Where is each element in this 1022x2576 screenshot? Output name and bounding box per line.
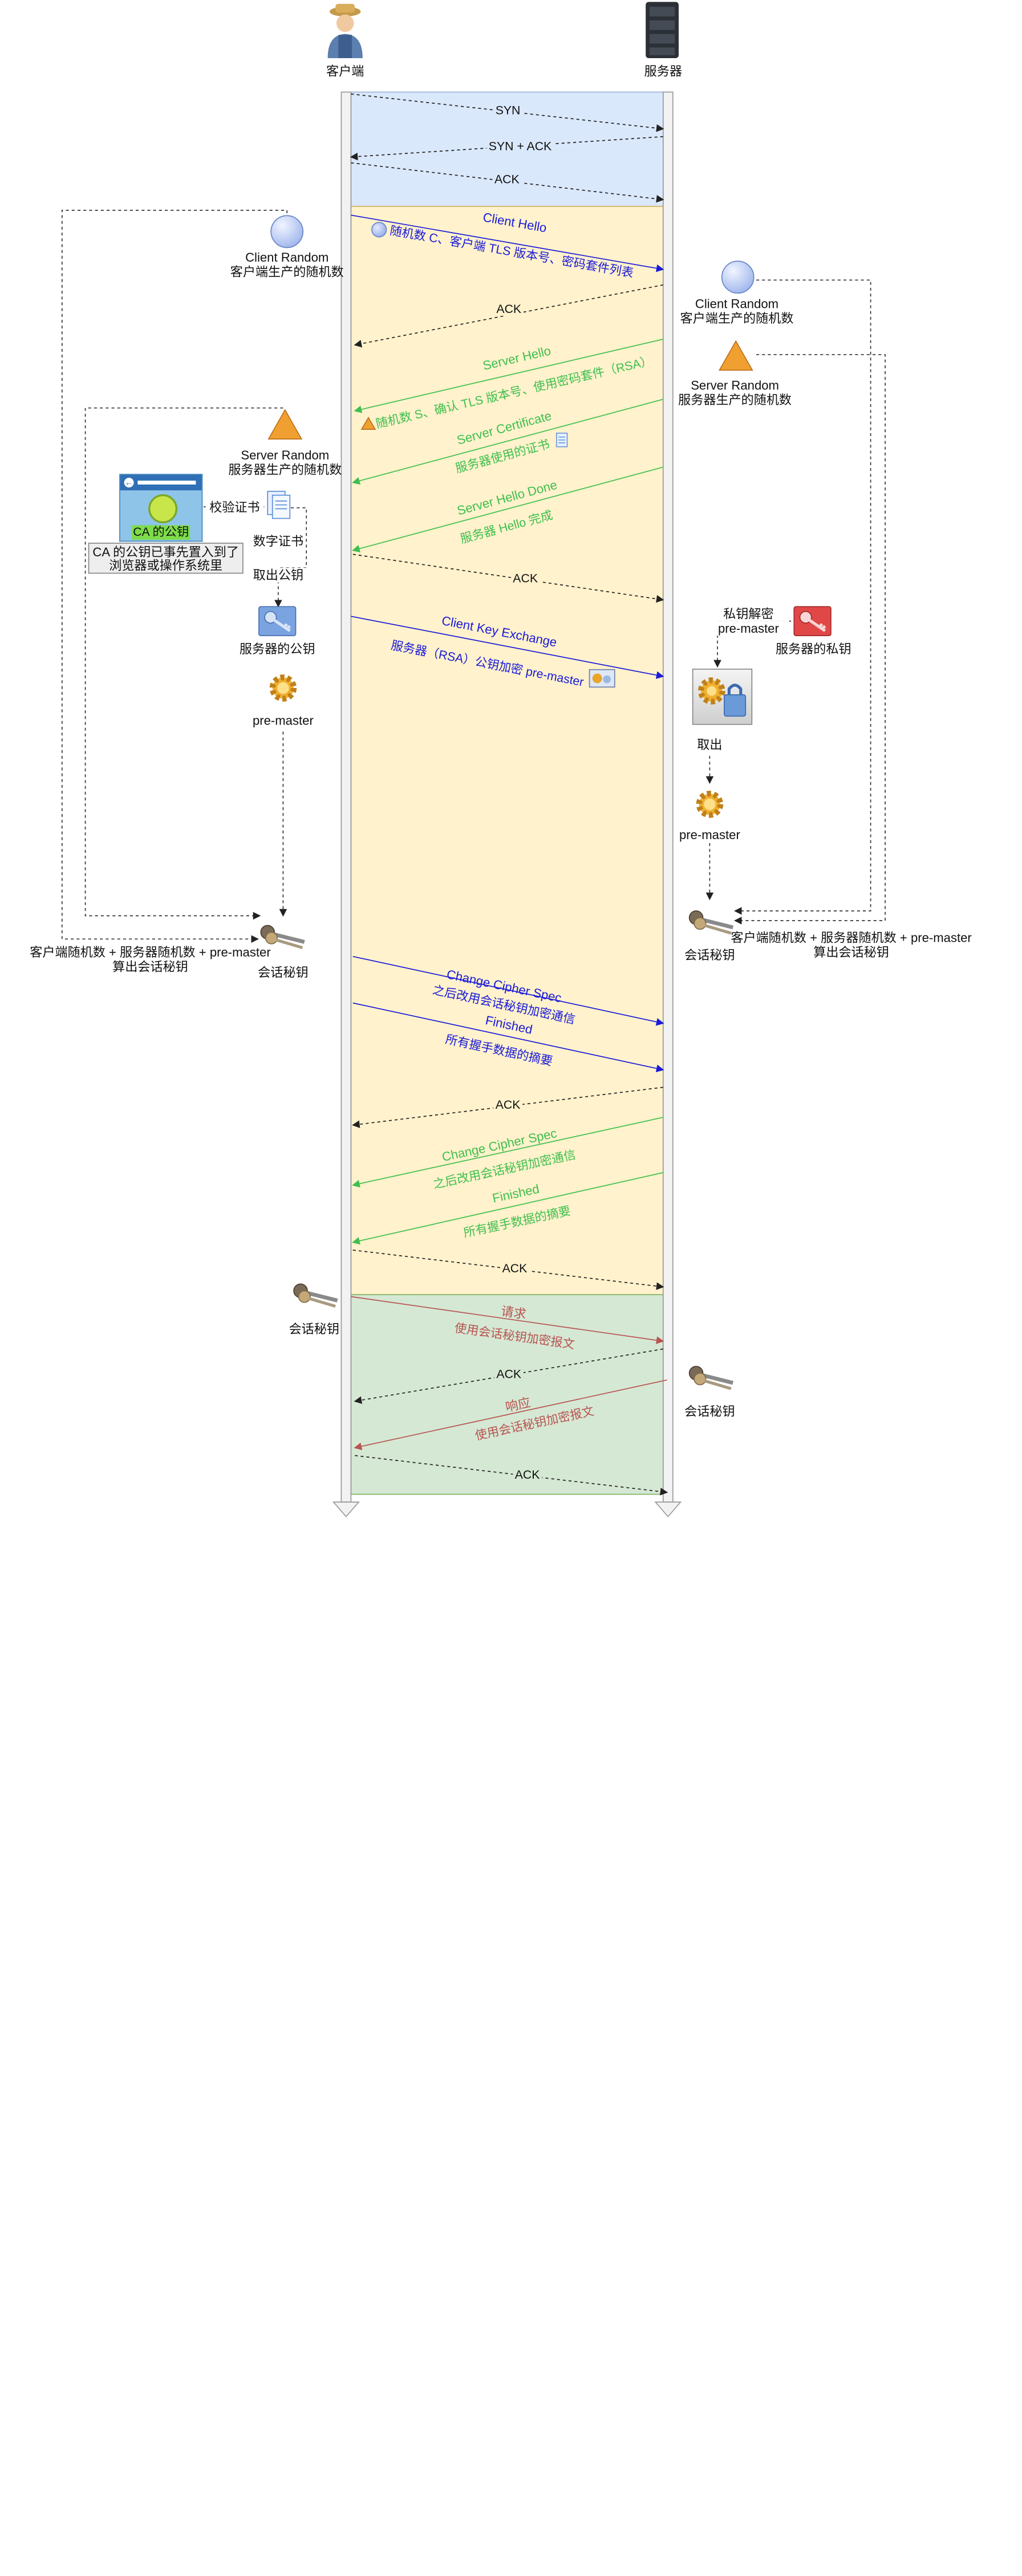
left-session-key-icon-2 [293, 1283, 338, 1308]
syn-ack-label: SYN + ACK [486, 139, 554, 153]
diagram-canvas [61, 91, 886, 1517]
random-c-icon [371, 222, 387, 238]
take-pubkey-label: 取出公钥 [246, 568, 310, 583]
right-formula-line-1: 客户端随机数 + 服务器随机数 + pre-master [731, 930, 972, 945]
client-actor-label: 客户端 [326, 64, 364, 79]
right-client-random-desc: 客户端生产的随机数 [680, 311, 794, 326]
ca-note-line-1: CA 的公钥已事先置入到了 [92, 544, 240, 559]
right-server-random-title: Server Random [691, 378, 779, 393]
right-server-random-desc: 服务器生产的随机数 [678, 392, 792, 408]
take-out-label: 取出 [697, 737, 723, 752]
syn-label: SYN [493, 103, 522, 117]
right-formula-line-2: 算出会话秘钥 [813, 945, 889, 960]
decrypt-label-1: 私钥解密 [708, 607, 789, 621]
left-client-random-desc: 客户端生产的随机数 [230, 264, 344, 279]
right-server-random-triangle-icon [718, 340, 753, 371]
verify-cert-label: 校验证书 [205, 500, 264, 515]
server-lifeline [654, 91, 682, 1517]
certificate-small-icon [555, 433, 568, 447]
server-privkey-label: 服务器的私钥 [775, 641, 851, 656]
random-s-triangle-icon [360, 417, 376, 430]
right-client-random-title: Client Random [695, 296, 779, 311]
right-session-key-icon-2 [688, 1366, 734, 1390]
tls-phase-background [350, 206, 664, 1296]
server-pubkey-icon [258, 606, 297, 637]
right-session-key-label: 会话秘钥 [684, 947, 735, 963]
server-rack-icon [646, 2, 679, 58]
left-formula-line-2: 算出会话秘钥 [112, 959, 188, 974]
farmer-avatar-icon [327, 3, 363, 58]
right-session-key-label-2: 会话秘钥 [684, 1404, 735, 1419]
ca-pubkey-label: CA 的公钥 [132, 525, 190, 540]
right-client-random-circle-icon [721, 261, 755, 294]
ca-note-line-2: 浏览器或操作系统里 [109, 558, 223, 573]
ca-note-box: CA 的公钥已事先置入到了 浏览器或操作系统里 [88, 543, 244, 574]
ack-after-client-hello: ACK [494, 302, 524, 316]
left-formula-line-1: 客户端随机数 + 服务器随机数 + pre-master [30, 945, 271, 960]
left-server-random-title: Server Random [241, 447, 330, 462]
decrypt-lock-box [692, 669, 753, 725]
server-pubkey-label: 服务器的公钥 [239, 641, 315, 656]
decrypt-label-2: pre-master [708, 621, 789, 636]
server-actor-label: 服务器 [644, 64, 682, 79]
ca-pubkey-card: ← CA 的公钥 [119, 474, 203, 542]
gear-lock-icon [698, 677, 747, 717]
tcp-ack-label: ACK [492, 172, 522, 186]
server-private-key-icon [793, 606, 832, 637]
ack-after-server-hello-done: ACK [510, 572, 540, 585]
client-lifeline [332, 91, 360, 1517]
ack-after-request: ACK [494, 1367, 524, 1381]
left-server-random-desc: 服务器生产的随机数 [228, 462, 342, 477]
ca-card-address-bar [137, 481, 196, 485]
left-session-key-label-2: 会话秘钥 [289, 1321, 339, 1337]
digital-certificate-icon [267, 491, 291, 519]
pre-master-gear-icon [269, 674, 297, 702]
server-actor: 服务器 [634, 0, 692, 79]
key-badge-icon [148, 494, 178, 523]
left-session-key-label: 会话秘钥 [258, 965, 309, 980]
left-client-random-title: Client Random [245, 250, 329, 265]
right-pre-master-label: pre-master [679, 827, 740, 843]
right-pre-master-gear-icon [696, 791, 724, 818]
left-session-key-icon [260, 925, 305, 950]
server-random-triangle-icon [267, 409, 303, 439]
digital-cert-label: 数字证书 [253, 534, 304, 549]
right-session-key-icon [688, 910, 734, 935]
encrypted-premaster-icon [589, 669, 615, 688]
client-actor: 客户端 [316, 2, 374, 79]
back-arrow-icon: ← [124, 478, 134, 488]
ack-after-client-finished: ACK [493, 1098, 522, 1112]
left-pre-master-label: pre-master [252, 713, 314, 728]
ack-after-server-finished: ACK [500, 1261, 529, 1276]
client-random-circle-icon [270, 215, 304, 249]
ack-after-response: ACK [513, 1468, 542, 1482]
